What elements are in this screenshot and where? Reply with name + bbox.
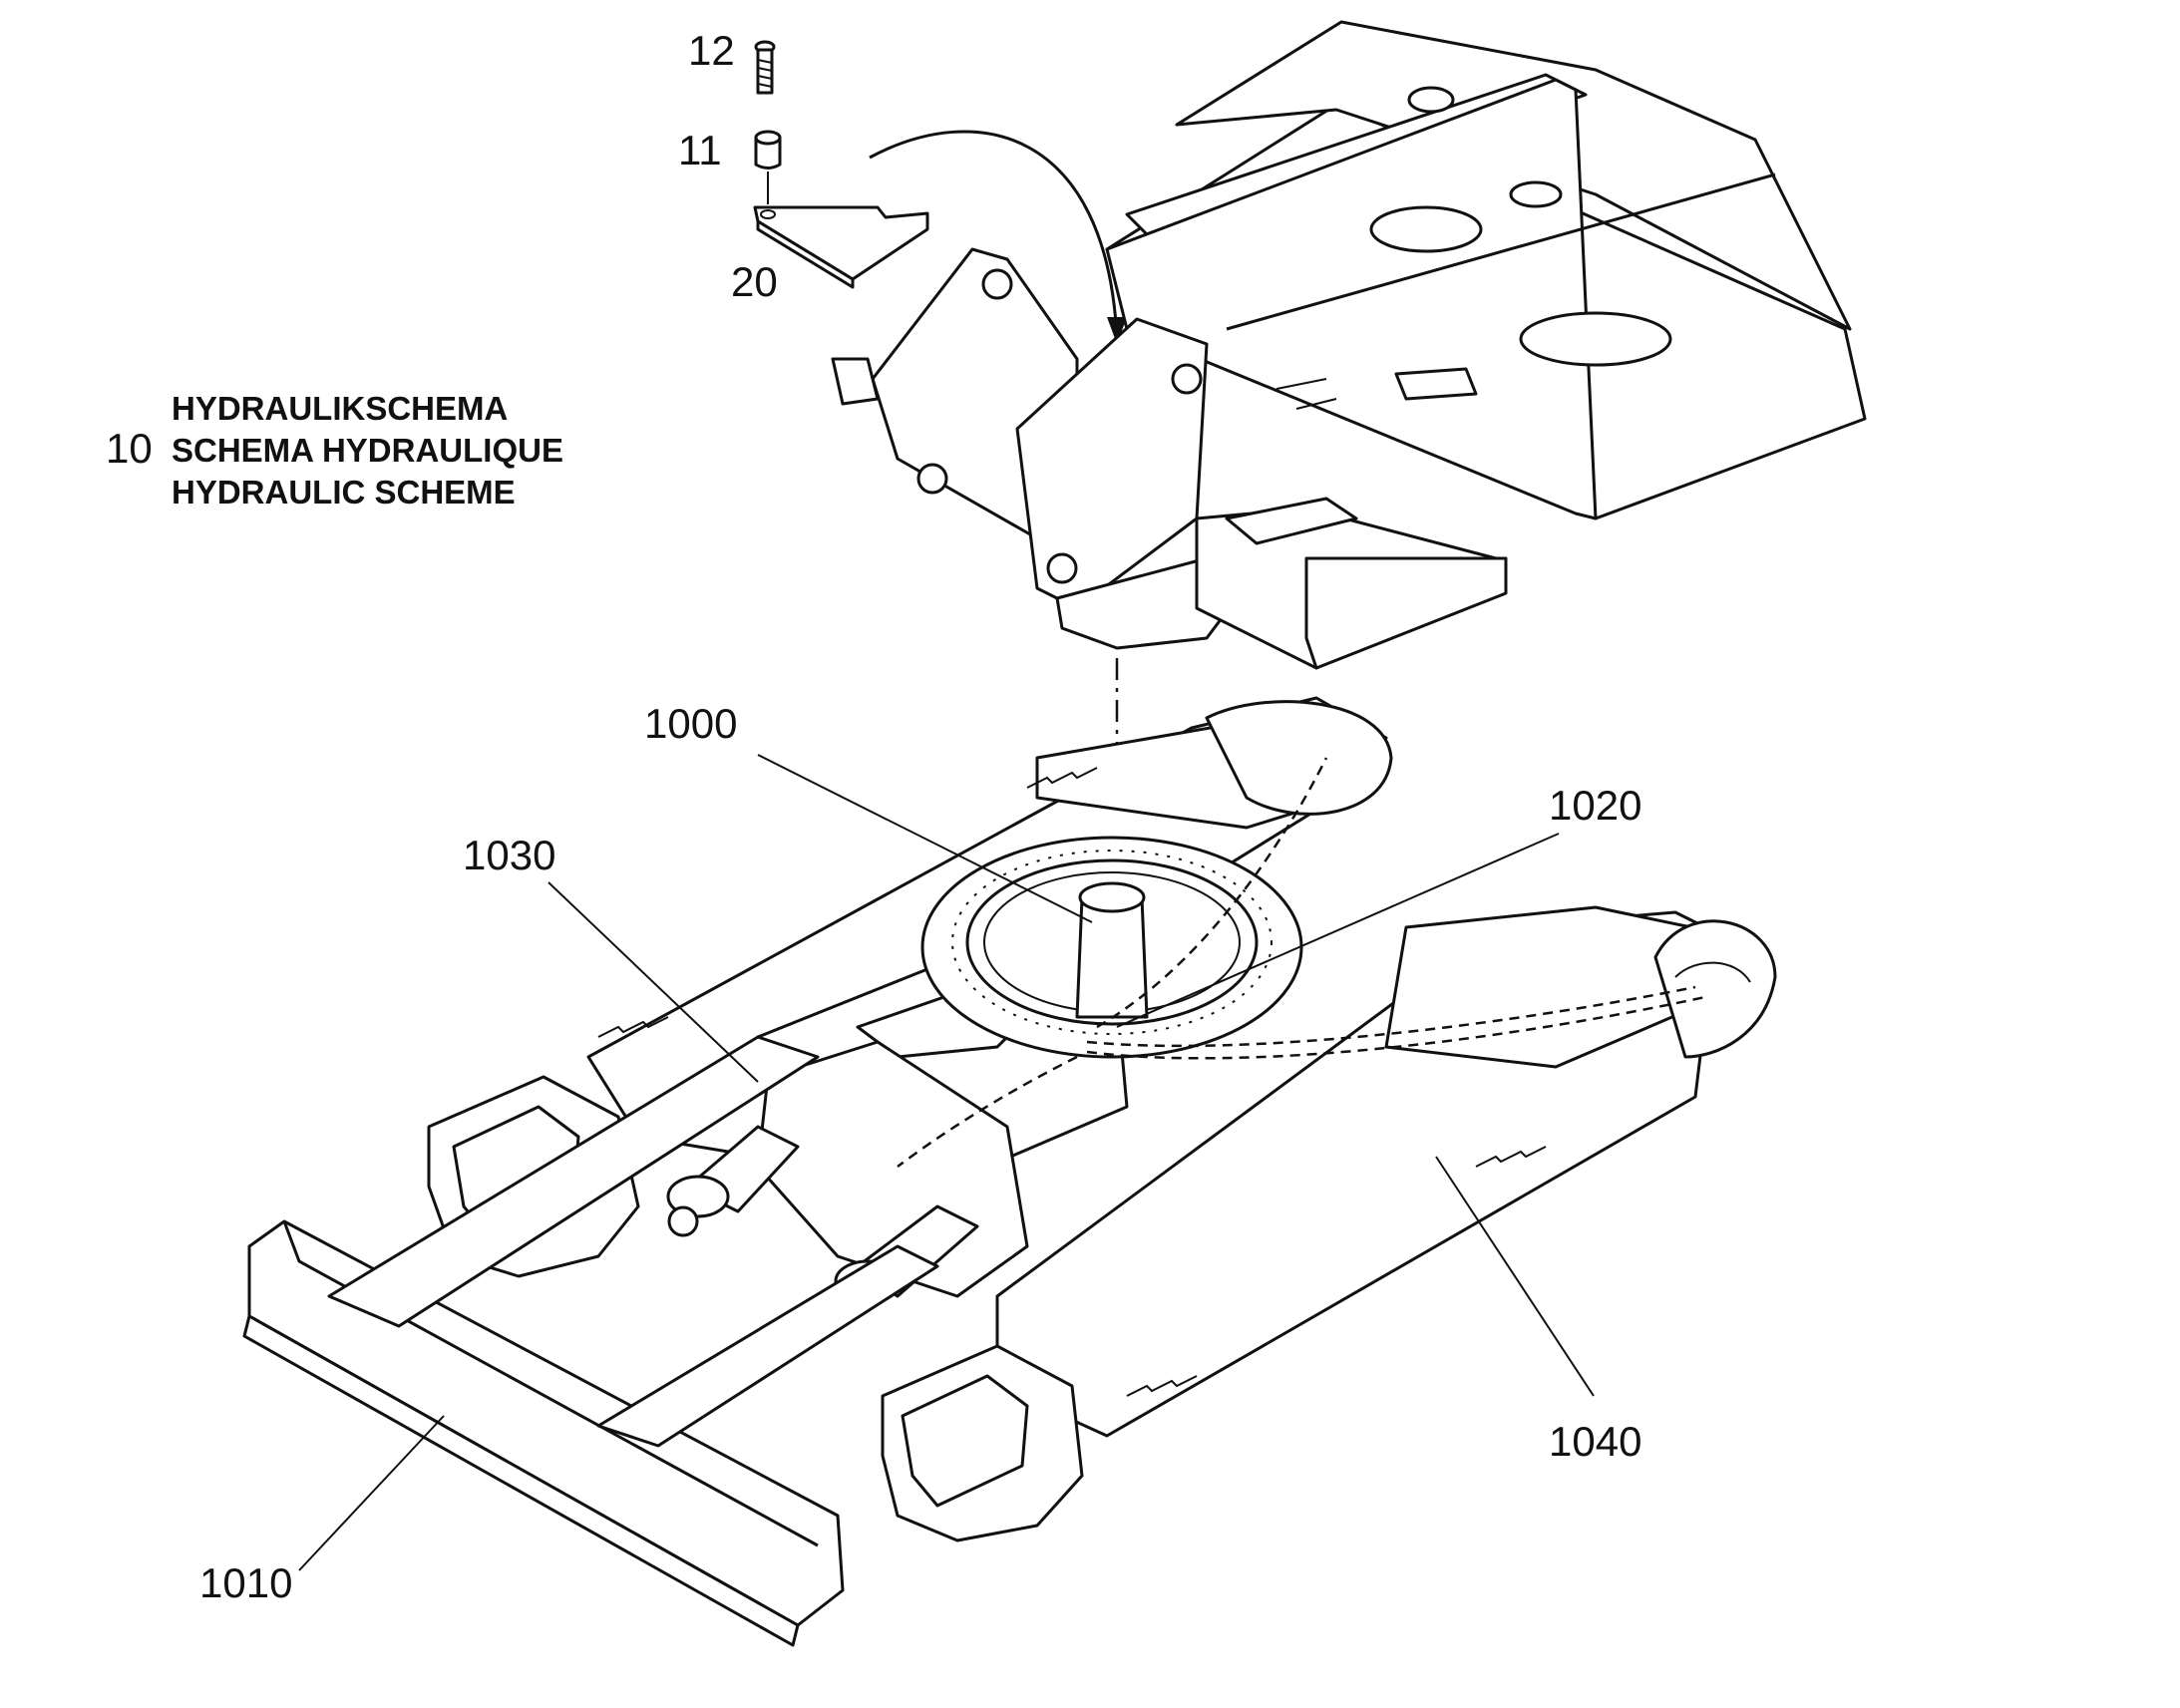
title-line-en: HYDRAULIC SCHEME [172,474,516,511]
leader-lines [298,754,1595,1571]
bolt-part [754,40,776,95]
hydraulic-lines [897,757,1706,1169]
callout-12: 12 [688,27,735,74]
dozer-blade-part [242,1035,939,1647]
callout-1020: 1020 [1549,782,1641,829]
upper-frame [831,20,1867,670]
callout-11: 11 [678,127,722,173]
callout-1010: 1010 [199,1559,292,1606]
callout-20: 20 [731,258,778,305]
callout-1040: 1040 [1549,1418,1641,1465]
callout-1000: 1000 [644,700,737,747]
slewing-ring-part [920,836,1303,1059]
callout-1030: 1030 [463,832,555,878]
spacer-part [754,130,782,204]
title-line-fr: SCHEMA HYDRAULIQUE [172,432,563,469]
title-number: 10 [106,425,153,472]
title-line-de: HYDRAULIKSCHEMA [172,390,508,427]
bracket-plate-part [753,205,929,289]
